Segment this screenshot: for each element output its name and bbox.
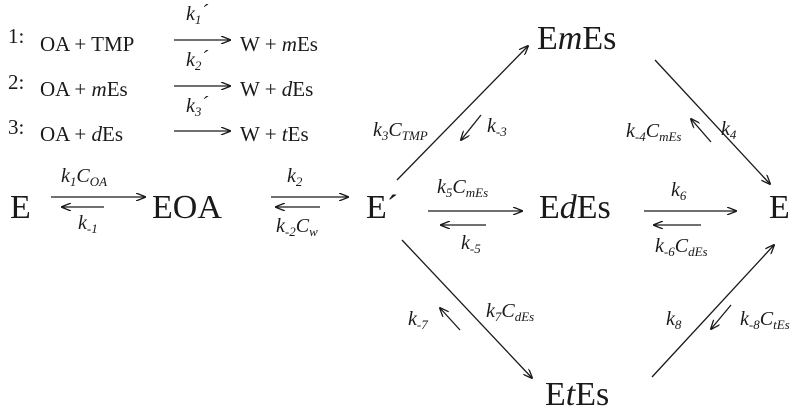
step-e-eoa: k1COA k-1 xyxy=(51,165,145,236)
step-edes-e: k6 k-6CdEs xyxy=(644,179,736,259)
species-etes: EtEs xyxy=(545,376,609,413)
reaction-1: 1: OA + TMP k1´ W + mEs xyxy=(8,1,318,56)
species-eoa: EOA xyxy=(152,189,222,226)
rate-k-8-ctes: k-8CtEs xyxy=(740,308,790,332)
step-eprime-emes: k3CTMP k-3 xyxy=(373,46,528,181)
rate-k-7: k-7 xyxy=(408,308,428,332)
reaction-products: W + mEs xyxy=(240,32,318,56)
species-edes: EdEs xyxy=(539,189,611,226)
reaction-products: W + dEs xyxy=(240,77,313,101)
rate-k-5: k-5 xyxy=(461,232,481,256)
rate-k-4-cmes: k-4CmEs xyxy=(626,120,681,144)
rate-constant-label: k3´ xyxy=(186,93,208,119)
species-e-left: E xyxy=(10,189,31,226)
rate-k8: k8 xyxy=(666,308,682,332)
reaction-reactants: OA + dEs xyxy=(40,122,123,146)
step-emes-e: k-4CmEs k4 xyxy=(626,59,770,184)
rate-k3-ctmp: k3CTMP xyxy=(373,119,428,143)
rate-k-3: k-3 xyxy=(487,115,507,139)
step-eprime-edes: k5CmEs k-5 xyxy=(428,176,522,256)
species-emes: EmEs xyxy=(537,20,616,57)
rate-k6: k6 xyxy=(671,179,687,203)
reaction-products: W + tEs xyxy=(240,122,309,146)
reverse-arrow xyxy=(711,304,732,329)
reaction-number: 3: xyxy=(8,115,24,139)
rate-k-6-cdes: k-6CdEs xyxy=(655,235,708,259)
species-e-right: E xyxy=(769,189,790,226)
rate-k-2-cw: k-2Cw xyxy=(276,215,318,239)
rate-k5-cmes: k5CmEs xyxy=(437,176,488,200)
reverse-arrow xyxy=(691,119,712,143)
species-e-prime: E´ xyxy=(366,189,398,226)
reverse-arrow xyxy=(461,114,482,140)
rate-k7-cdes: k7CdEs xyxy=(486,300,534,324)
rate-constant-label: k2´ xyxy=(186,47,208,73)
rate-k1-coa: k1COA xyxy=(61,165,107,189)
reaction-2: 2: OA + mEs k2´ W + dEs xyxy=(8,47,313,101)
step-eoa-eprime: k2 k-2Cw xyxy=(271,165,348,239)
reverse-arrow xyxy=(440,308,461,331)
forward-arrow xyxy=(396,46,528,181)
step-etes-e: k8 k-8CtEs xyxy=(651,245,790,378)
rate-k-1: k-1 xyxy=(78,212,98,236)
rate-constant-label: k1´ xyxy=(186,1,208,27)
reaction-3: 3: OA + dEs k3´ W + tEs xyxy=(8,93,309,146)
step-eprime-etes: k-7 k7CdEs xyxy=(401,239,534,378)
forward-arrow xyxy=(401,239,532,378)
reaction-number: 1: xyxy=(8,24,24,48)
forward-arrow xyxy=(654,59,770,184)
rate-k2: k2 xyxy=(287,165,303,189)
rate-k4: k4 xyxy=(721,118,737,142)
reaction-reactants: OA + mEs xyxy=(40,77,128,101)
reaction-reactants: OA + TMP xyxy=(40,32,134,56)
reaction-number: 2: xyxy=(8,70,24,94)
forward-arrow xyxy=(651,245,774,378)
